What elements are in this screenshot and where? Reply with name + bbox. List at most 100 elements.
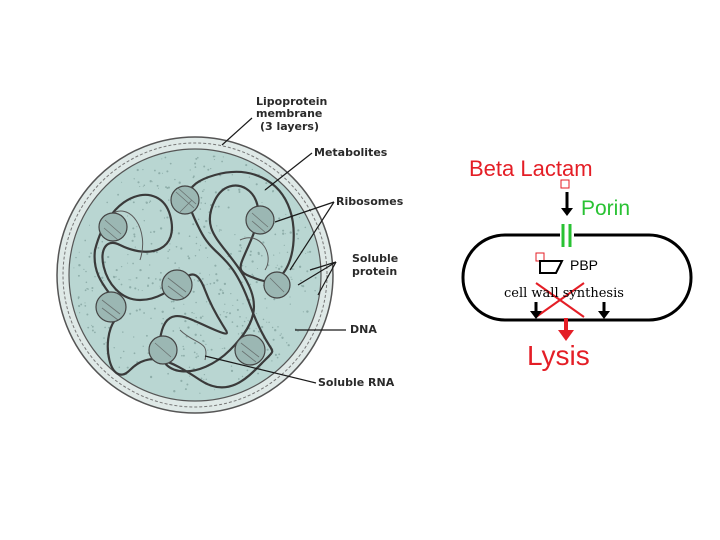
speckle — [160, 286, 161, 287]
speckle — [201, 378, 203, 380]
speckle — [208, 232, 209, 233]
speckle — [129, 286, 131, 288]
speckle — [314, 290, 315, 291]
speckle — [180, 380, 182, 382]
speckle — [200, 335, 202, 337]
speckle — [202, 278, 204, 280]
speckle — [249, 177, 250, 178]
speckle — [299, 266, 301, 268]
speckle — [92, 326, 94, 328]
speckle — [201, 197, 203, 199]
speckle — [219, 231, 220, 232]
speckle — [149, 200, 151, 202]
speckle — [251, 274, 253, 276]
speckle — [133, 201, 135, 203]
speckle — [297, 331, 298, 332]
speckle — [162, 173, 163, 174]
speckle — [199, 393, 200, 394]
speckle — [102, 241, 104, 243]
speckle — [150, 231, 152, 233]
speckle — [78, 298, 79, 299]
speckle — [174, 262, 176, 264]
speckle — [154, 170, 156, 172]
speckle — [153, 231, 155, 233]
speckle — [277, 326, 278, 327]
speckle — [257, 373, 259, 375]
speckle — [162, 318, 163, 319]
speckle — [286, 342, 287, 343]
speckle — [250, 250, 252, 252]
speckle — [222, 290, 223, 291]
speckle — [171, 301, 173, 303]
speckle — [185, 388, 187, 390]
speckle — [87, 288, 88, 289]
speckle — [219, 289, 221, 291]
speckle — [187, 255, 189, 257]
speckle — [181, 355, 183, 357]
speckle — [297, 229, 299, 231]
speckle — [309, 251, 311, 253]
speckle — [189, 367, 190, 368]
speckle — [203, 226, 205, 228]
speckle — [78, 275, 80, 277]
speckle — [210, 283, 212, 285]
speckle — [178, 232, 180, 234]
speckle — [221, 229, 222, 230]
speckle — [107, 256, 109, 258]
speckle — [264, 298, 266, 300]
speckle — [197, 355, 199, 357]
speckle — [167, 257, 168, 258]
speckle — [290, 277, 291, 278]
speckle — [258, 252, 260, 254]
speckle — [245, 266, 246, 267]
speckle — [214, 159, 215, 160]
speckle — [272, 327, 273, 328]
speckle — [203, 166, 205, 168]
label-lipoprotein-line3: (3 layers) — [260, 121, 319, 133]
speckle — [236, 325, 238, 327]
speckle — [138, 289, 139, 290]
speckle — [237, 299, 239, 301]
speckle — [291, 279, 292, 280]
speckle — [142, 290, 143, 291]
speckle — [160, 272, 162, 274]
speckle — [216, 225, 217, 226]
speckle — [134, 287, 136, 289]
speckle — [130, 279, 131, 280]
speckle — [88, 256, 90, 258]
speckle — [304, 290, 305, 291]
speckle — [85, 271, 87, 273]
speckle — [289, 296, 290, 297]
speckle — [278, 217, 280, 219]
speckle — [209, 274, 210, 275]
speckle — [189, 235, 191, 237]
speckle — [127, 254, 128, 255]
speckle — [103, 280, 104, 281]
speckle — [178, 267, 180, 269]
speckle — [103, 337, 105, 339]
speckle — [144, 220, 145, 221]
label-porin: Porin — [581, 197, 630, 221]
speckle — [155, 278, 157, 280]
speckle — [204, 374, 205, 375]
speckle — [79, 312, 80, 313]
speckle — [85, 289, 87, 291]
speckle — [256, 281, 258, 283]
speckle — [132, 227, 134, 229]
speckle — [193, 313, 194, 314]
speckle — [157, 185, 159, 187]
speckle — [104, 261, 106, 263]
speckle — [206, 379, 207, 380]
label-soluble-protein-line2: protein — [352, 266, 397, 278]
speckle — [205, 344, 206, 345]
speckle — [182, 346, 183, 347]
speckle — [139, 186, 140, 187]
pbp-bound-lactam-icon — [536, 253, 544, 261]
speckle — [238, 378, 240, 380]
speckle — [215, 191, 217, 193]
speckle — [273, 298, 275, 300]
speckle — [261, 255, 263, 257]
speckle — [239, 191, 241, 193]
speckle — [189, 376, 190, 377]
speckle — [266, 307, 267, 308]
